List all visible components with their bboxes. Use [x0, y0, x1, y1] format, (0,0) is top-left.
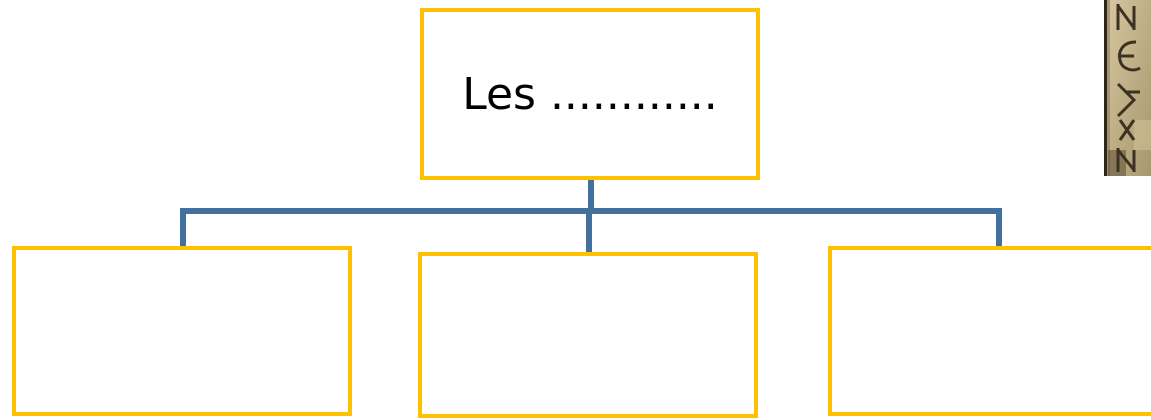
connector-root-stem [588, 178, 594, 214]
connector-right-drop [996, 208, 1002, 248]
root-box[interactable]: Les ............ [420, 8, 760, 180]
connector-middle-drop [586, 208, 592, 254]
child-box-right[interactable] [828, 246, 1151, 416]
connector-left-drop [180, 208, 186, 248]
child-box-left[interactable] [12, 246, 352, 416]
child-box-middle[interactable] [418, 252, 758, 418]
root-label: Les ............ [462, 68, 718, 120]
inscription-fragment-icon [1104, 0, 1151, 176]
